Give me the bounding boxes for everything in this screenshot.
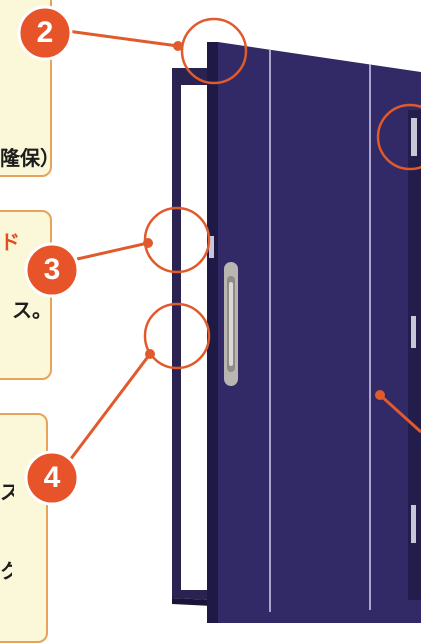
callout-4-text-bottom: ク [0,561,12,581]
badge-4-number: 4 [43,461,61,494]
badge-2-number: 2 [36,16,54,49]
badge-4 [24,450,80,506]
callout-4-text-top: ス [0,482,14,502]
door-handle-icon [224,262,238,386]
leader-lines [59,28,421,461]
callout-box-4 [0,413,48,643]
callout-3-text-top: ド [0,232,18,252]
badge-3 [24,242,80,298]
callout-3-text-bottom: ス。 [12,300,50,320]
door-hinge-icon [411,118,417,156]
door-far-edge [408,110,421,600]
door-frame-opening [181,85,207,590]
callout-2-text: 隆保） [0,148,50,168]
badge-2 [17,5,73,61]
door-edge [207,42,218,623]
door-latch-icon [209,236,214,258]
door-panel [218,42,421,623]
badge-3-number: 3 [43,253,61,286]
door-diagram [17,5,421,623]
